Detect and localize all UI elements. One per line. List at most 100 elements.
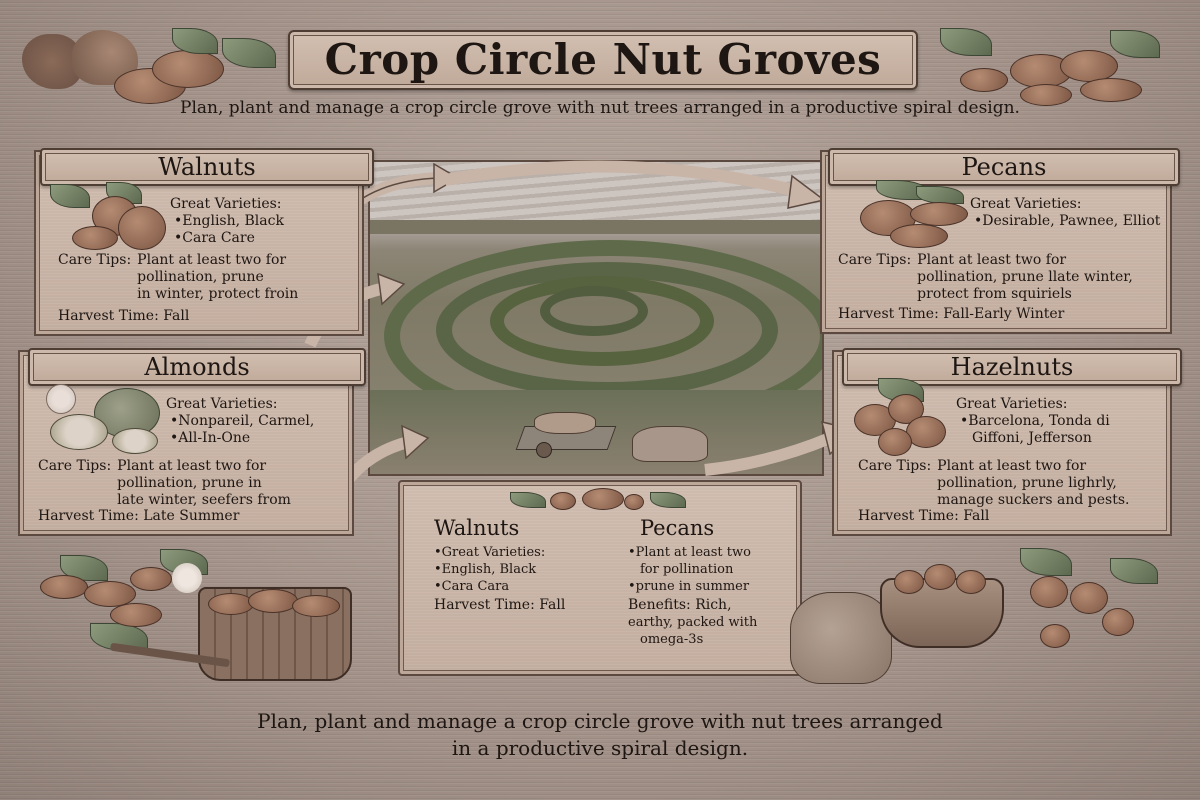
care-line: manage suckers and pests. <box>937 492 1130 508</box>
leaf-icon <box>510 492 546 508</box>
almonds-card-banner: Almonds <box>28 348 366 386</box>
summary-benefits: earthy, packed with <box>628 615 758 630</box>
pecan-icon <box>960 68 1008 92</box>
leaf-icon <box>1110 558 1158 584</box>
walnuts-harvest-time: Harvest Time: Fall <box>58 308 190 324</box>
pecan-basket-illustration <box>30 545 410 685</box>
care-line: pollination, prune in <box>117 475 262 491</box>
care-tips-label: Care Tips: <box>858 458 932 474</box>
footer-tagline: Plan, plant and manage a crop circle gro… <box>0 708 1200 762</box>
hazelnut-cluster-icon <box>844 378 954 456</box>
pecan-icon <box>208 593 254 615</box>
pecans-card: Pecans Great Varieties: Desirable, Pawne… <box>820 148 1180 334</box>
walnuts-card-banner: Walnuts <box>40 148 374 186</box>
summary-bullet: Cara Cara <box>434 578 624 595</box>
hazelnuts-varieties: Great Varieties: Barcelona, Tonda di Gif… <box>956 396 1110 447</box>
hazelnuts-card: Hazelnuts Great Varieties: Barcelona, To… <box>832 348 1182 536</box>
walnut-icon <box>152 50 224 88</box>
blossom-icon <box>172 563 202 593</box>
variety-item: All-In-One <box>170 430 314 447</box>
care-line: protect from squiriels <box>917 286 1072 302</box>
care-line: late winter, seefers from <box>117 492 291 508</box>
hazelnut-icon <box>894 570 924 594</box>
walnut-icon <box>550 492 576 510</box>
almond-cluster-icon <box>32 380 162 454</box>
care-tips-label: Care Tips: <box>38 458 112 474</box>
pecan-icon <box>110 603 162 627</box>
walnuts-varieties: Great Varieties: English, Black Cara Car… <box>170 196 284 247</box>
horizon-treeline <box>370 220 822 234</box>
hazelnuts-harvest-time: Harvest Time: Fall <box>858 508 990 524</box>
summary-walnuts-harvest: Harvest Time: Fall <box>434 597 566 613</box>
wheelbarrow-icon <box>515 412 630 458</box>
sacks-icon <box>632 426 708 462</box>
pecans-harvest-time: Harvest Time: Fall-Early Winter <box>838 306 1065 322</box>
pecan-icon <box>1020 84 1072 106</box>
walnuts-card-title: Walnuts <box>158 153 256 181</box>
hazelnut-icon <box>1102 608 1134 636</box>
variety-item-cont: Giffoni, Jefferson <box>972 430 1092 446</box>
pecan-cluster-icon <box>846 180 968 250</box>
walnut-icon <box>72 226 118 250</box>
hazelnut-icon <box>1030 576 1068 608</box>
hazelnut-icon <box>1070 582 1108 614</box>
leaf-icon <box>1020 548 1072 576</box>
hazelnut-icon <box>624 494 644 510</box>
leaf-icon <box>50 184 90 208</box>
hazelnut-icon <box>956 570 986 594</box>
variety-item: Nonpareil, Carmel, <box>170 413 314 430</box>
hazelnut-icon <box>878 428 912 456</box>
leaf-icon <box>650 492 686 508</box>
summary-pecans: Pecans Plant at least two for pollinatio… <box>628 516 798 648</box>
pecans-care-tips: Care Tips: Plant at least two for pollin… <box>838 252 1133 303</box>
grove-ring-center <box>540 286 648 336</box>
almonds-harvest-time: Harvest Time: Late Summer <box>38 508 240 524</box>
pecan-icon <box>910 202 968 226</box>
almond-half-icon <box>50 414 108 450</box>
varieties-label: Great Varieties: <box>970 196 1082 212</box>
care-line: Plant at least two for <box>917 252 1067 268</box>
care-line: in winter, protect froin <box>137 286 299 302</box>
summary-bullet-cont: for pollination <box>640 562 734 577</box>
care-line: Plant at least two for <box>137 252 287 268</box>
varieties-label: Great Varieties: <box>166 396 278 412</box>
pecan-icon <box>292 595 340 617</box>
pecans-card-title: Pecans <box>961 153 1047 181</box>
almond-half-icon <box>112 428 158 454</box>
leaf-icon <box>222 38 276 68</box>
care-line: pollination, prune <box>137 269 264 285</box>
almonds-card: Almonds Great Varieties: Nonpareil, Carm… <box>18 348 366 536</box>
page-title: Crop Circle Nut Groves <box>324 35 882 84</box>
pecans-varieties: Great Varieties: Desirable, Pawnee, Elli… <box>970 196 1160 230</box>
walnuts-card: Walnuts Great Varieties: English, Black … <box>34 148 374 336</box>
leaf-icon <box>172 28 218 54</box>
summary-bullet: Great Varieties: <box>434 544 624 561</box>
pecans-corner-illustration <box>930 28 1180 106</box>
pecans-card-banner: Pecans <box>828 148 1180 186</box>
care-line: pollination, prune llate winter, <box>917 269 1133 285</box>
summary-bullet: prune in summer <box>628 578 798 595</box>
pecan-icon <box>582 488 624 510</box>
summary-bullet: Plant at least two <box>628 544 798 561</box>
nut-garland-icon <box>510 486 690 512</box>
hazelnuts-care-tips: Care Tips: Plant at least two for pollin… <box>858 458 1129 509</box>
pecan-icon <box>40 575 88 599</box>
hazelnut-icon <box>1040 624 1070 648</box>
page-subtitle: Plan, plant and manage a crop circle gro… <box>180 98 1020 118</box>
title-banner: Crop Circle Nut Groves <box>288 30 918 90</box>
walnut-cluster-icon <box>46 182 166 250</box>
care-line: Plant at least two for <box>937 458 1087 474</box>
pecan-icon <box>1080 78 1142 102</box>
variety-item: English, Black <box>174 213 284 230</box>
variety-item: Desirable, Pawnee, Elliot <box>974 213 1160 230</box>
pecan-icon <box>248 589 298 613</box>
hazelnut-icon <box>924 564 956 590</box>
summary-walnuts-title: Walnuts <box>434 516 520 540</box>
summary-scroll: Walnuts Great Varieties: English, Black … <box>398 480 802 676</box>
summary-walnuts: Walnuts Great Varieties: English, Black … <box>434 516 624 614</box>
blossom-icon <box>46 384 76 414</box>
varieties-label: Great Varieties: <box>170 196 282 212</box>
varieties-label: Great Varieties: <box>956 396 1068 412</box>
variety-item: Barcelona, Tonda di <box>960 413 1110 430</box>
almonds-varieties: Great Varieties: Nonpareil, Carmel, All-… <box>166 396 314 447</box>
